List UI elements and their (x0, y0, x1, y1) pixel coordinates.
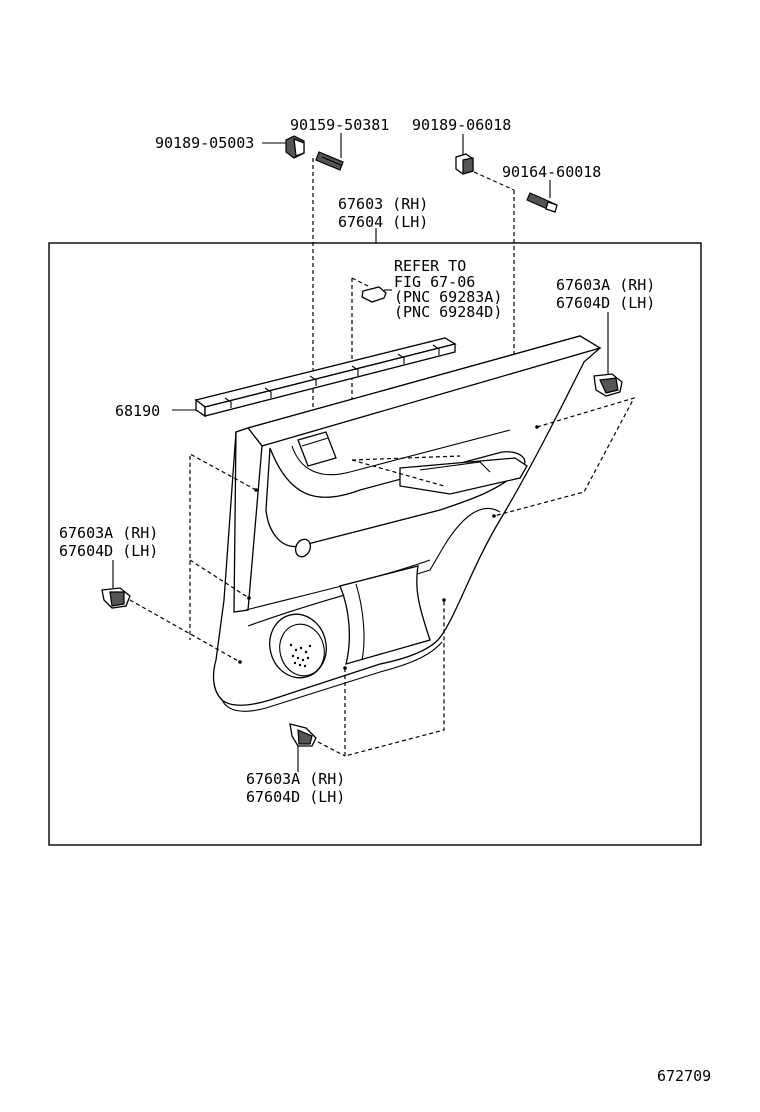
label-67603a-rh-left: 67603A (RH) (59, 524, 158, 542)
screw-part-icon (315, 133, 344, 171)
dashed-leader (317, 741, 346, 757)
label-68190: 68190 (115, 402, 160, 420)
label-pnc-69283a: (PNC 69283A) (394, 288, 502, 306)
clip-bottom-icon (289, 723, 317, 772)
label-67604-lh: 67604 (LH) (338, 213, 428, 231)
label-67604d-lh-left: 67604D (LH) (59, 542, 158, 560)
clip-part-icon (455, 134, 474, 175)
label-pnc-69284d: (PNC 69284D) (394, 303, 502, 321)
label-90164-60018: 90164-60018 (502, 163, 601, 181)
label-67603a-rh-upper: 67603A (RH) (556, 276, 655, 294)
dashed-leader (189, 452, 257, 640)
label-refer-to: REFER TO (394, 257, 466, 275)
dashed-leader (473, 171, 515, 191)
clip-left-icon (101, 560, 131, 609)
label-90189-05003: 90189-05003 (155, 134, 254, 152)
label-67603a-rh-bottom: 67603A (RH) (246, 770, 345, 788)
weatherstrip-part (172, 337, 457, 418)
label-67604d-lh-bottom: 67604D (LH) (246, 788, 345, 806)
door-trim-panel (212, 335, 602, 712)
bolt-part-icon (526, 180, 558, 213)
label-90159-50381: 90159-50381 (290, 116, 389, 134)
dashed-leader (344, 600, 445, 757)
label-67604d-lh-upper: 67604D (LH) (556, 294, 655, 312)
nut-part-icon (262, 135, 305, 159)
clip-upper-right-icon (593, 312, 623, 397)
dashed-leader (129, 599, 241, 663)
label-67603-rh: 67603 (RH) (338, 195, 428, 213)
dashed-leader (351, 459, 445, 487)
dashed-leader (493, 397, 636, 517)
diagram-frame (48, 242, 702, 846)
figure-number: 672709 (657, 1067, 711, 1085)
dashed-leader (189, 559, 250, 599)
label-fig-67-06: FIG 67-06 (394, 273, 475, 291)
label-90189-06018: 90189-06018 (412, 116, 511, 134)
